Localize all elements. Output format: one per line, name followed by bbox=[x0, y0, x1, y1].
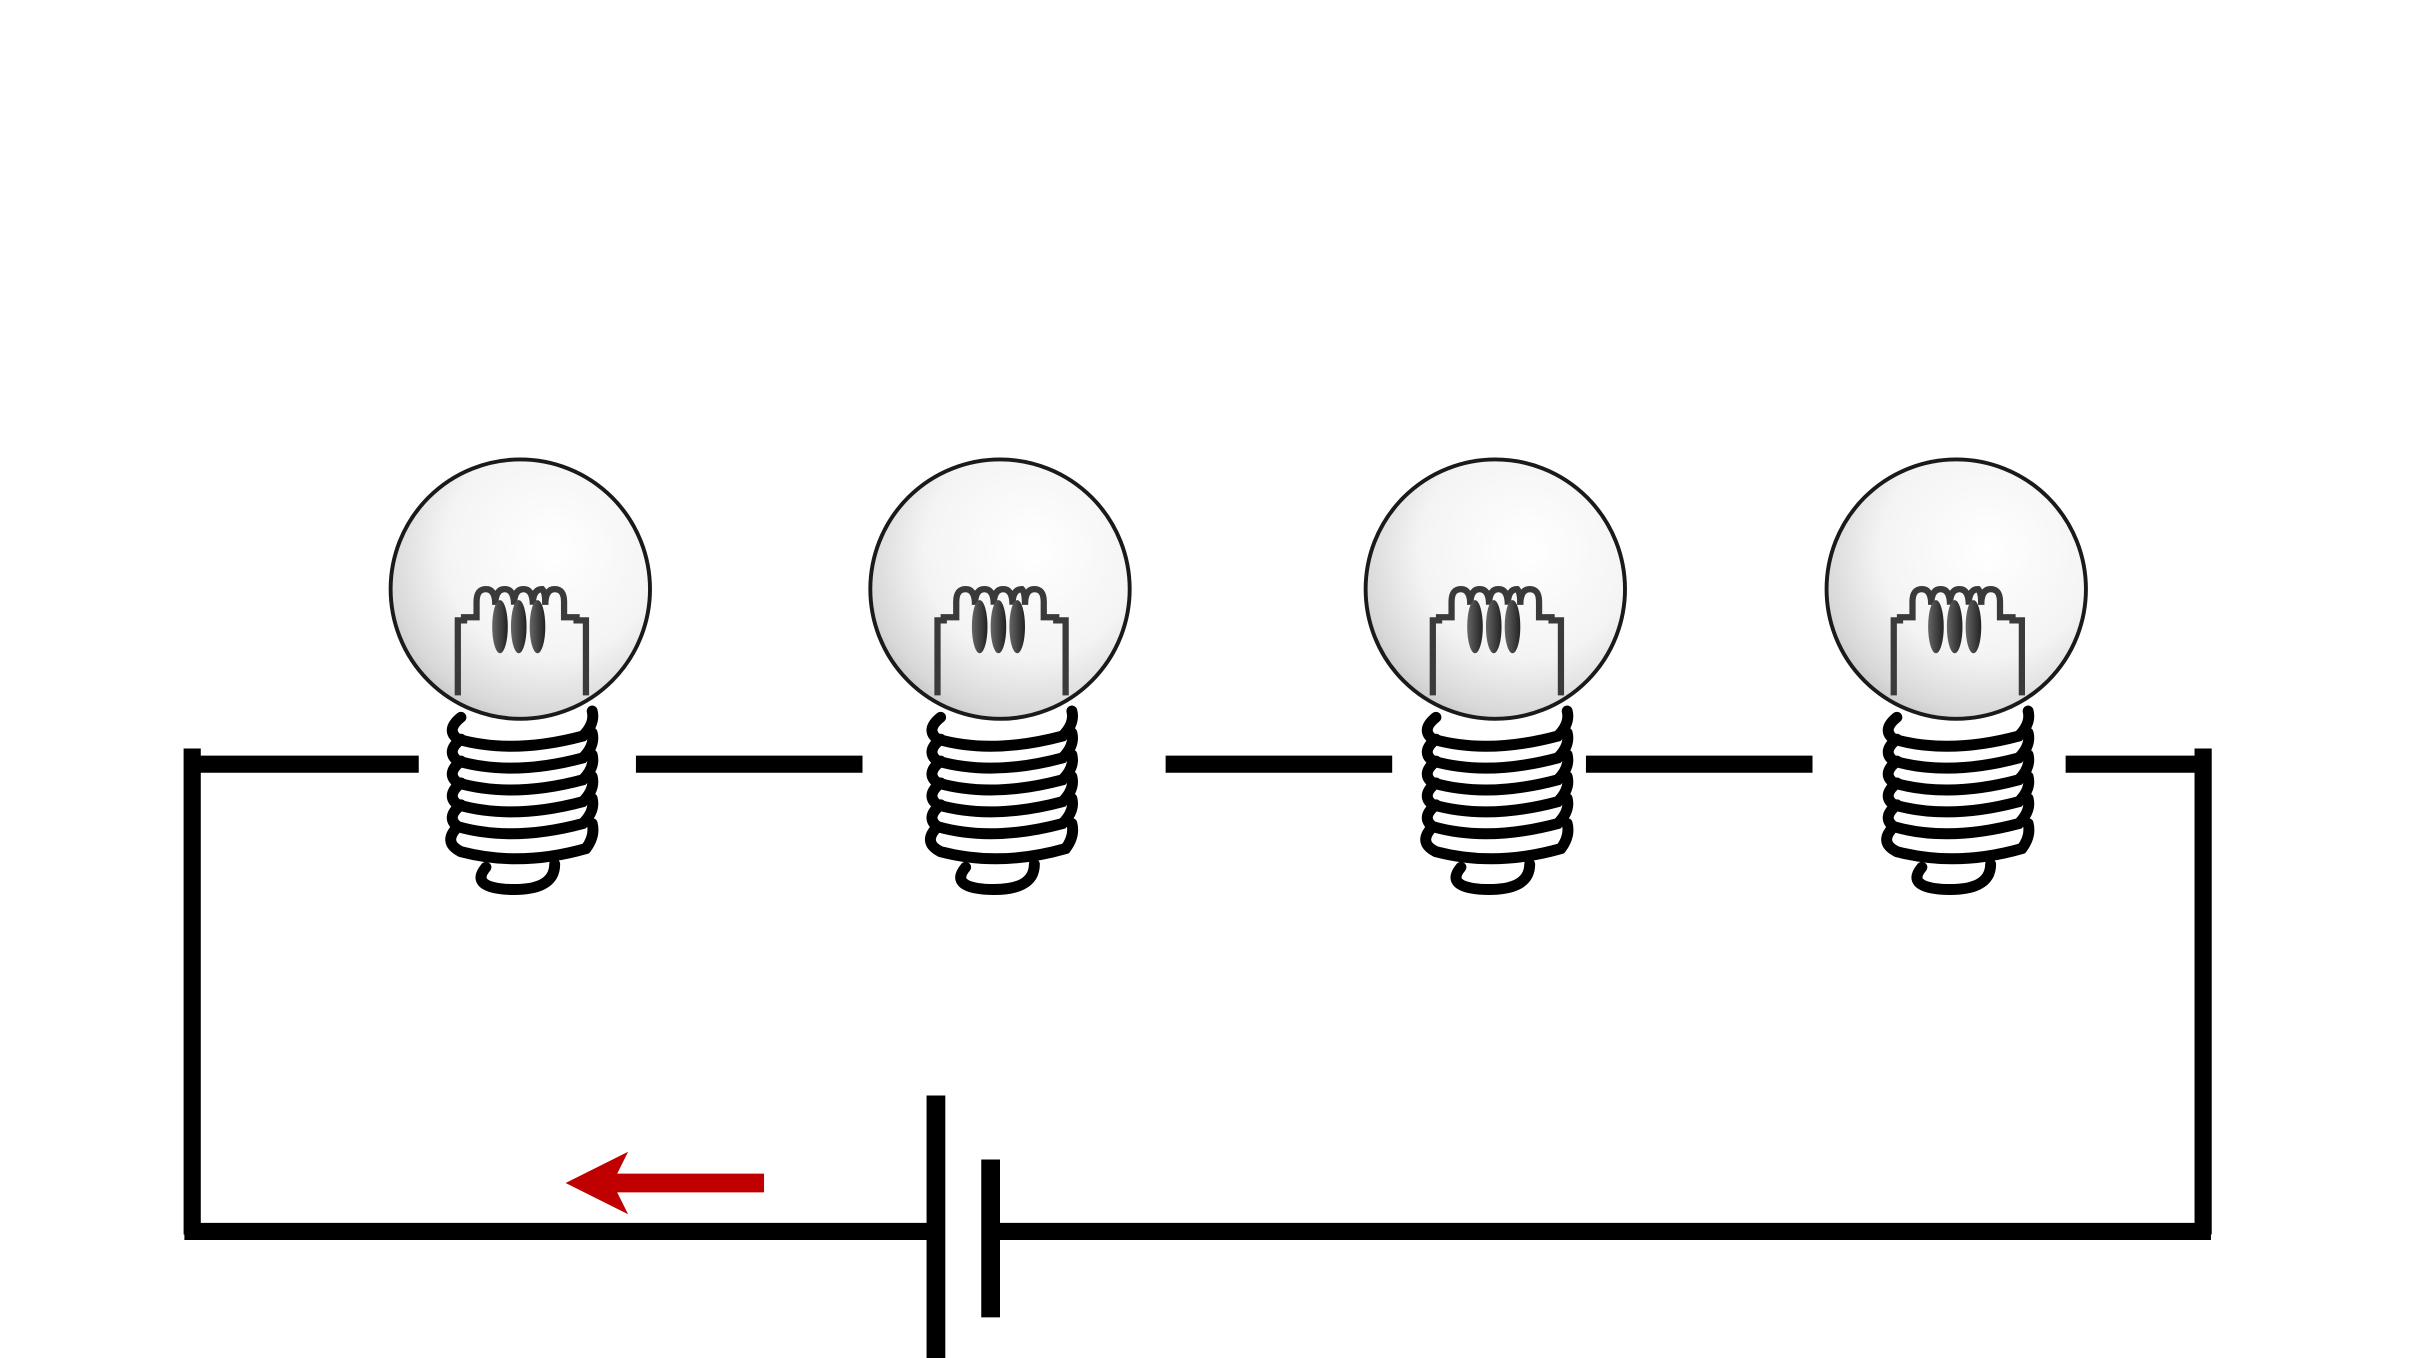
light-bulb-icon bbox=[388, 457, 652, 895]
light-bulb-icon bbox=[1363, 457, 1627, 895]
current-arrow-icon bbox=[565, 1151, 765, 1215]
battery-symbol bbox=[926, 1095, 1000, 1358]
light-bulb-icon bbox=[868, 457, 1132, 895]
light-bulb-icon bbox=[1824, 457, 2088, 895]
circuit-wires bbox=[183, 748, 2212, 1241]
